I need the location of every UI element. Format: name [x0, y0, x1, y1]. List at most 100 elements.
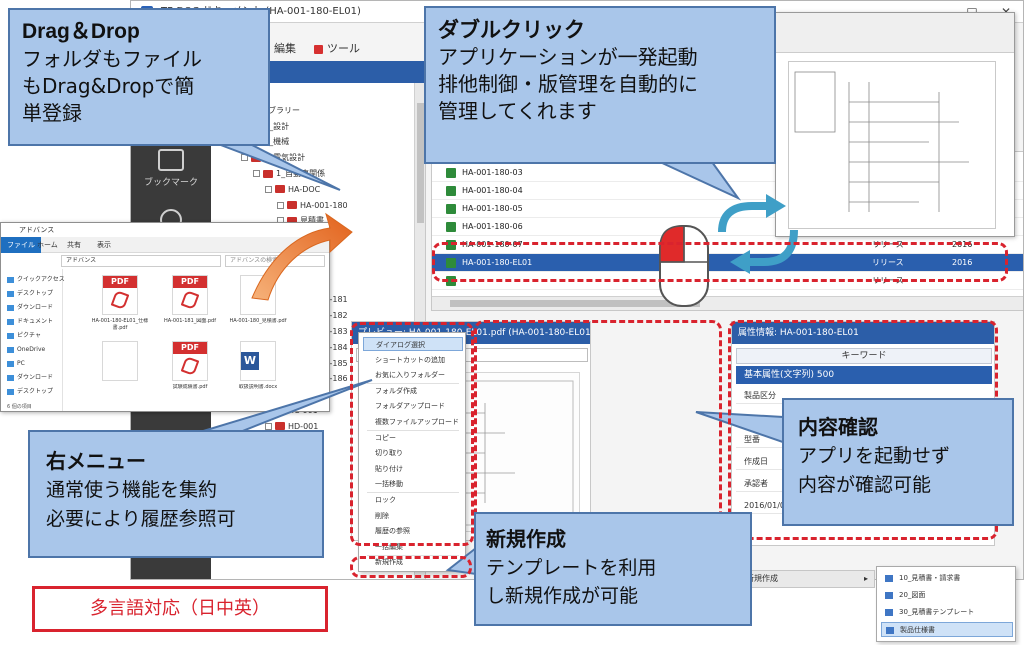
context-menu-item[interactable]: 貼り付け — [375, 464, 403, 473]
file-icon — [446, 222, 456, 232]
pdf-icon: PDF — [172, 341, 208, 381]
context-menu-item[interactable]: 複数ファイルアップロード — [375, 418, 459, 426]
explorer-nav-label: ピクチャ — [17, 332, 41, 339]
explorer-nav-item[interactable]: ダウンロード — [7, 303, 53, 313]
new-create-highlight — [350, 556, 472, 578]
new-create-menu-item[interactable]: 新規作成 ▸ — [735, 570, 875, 588]
file-row[interactable]: HA-001-180-06 — [432, 218, 1023, 236]
tree-node[interactable]: HA-DOC — [265, 184, 320, 195]
expand-toggle-icon[interactable] — [265, 185, 272, 193]
template-icon — [885, 575, 893, 582]
context-menu-item[interactable]: お気に入りフォルダー — [375, 371, 445, 380]
folder-icon — [7, 277, 14, 283]
submenu-arrow-icon: ▸ — [863, 574, 868, 583]
explorer-nav-label: PC — [17, 360, 25, 367]
context-menu-item[interactable]: ロック — [375, 496, 396, 504]
file-list-scrollbar[interactable] — [432, 296, 1023, 310]
explorer-file[interactable]: PDF HA-001-181_図面.pdf — [161, 275, 219, 337]
explorer-nav-item[interactable]: デスクトップ — [7, 289, 53, 299]
explorer-file[interactable]: HA-001-180_見積書.pdf — [229, 275, 287, 337]
context-menu-item[interactable]: フォルダ作成 — [375, 386, 417, 395]
word-icon: W — [240, 341, 276, 381]
context-menu: ダイアログ選択ショートカットの追加お気に入りフォルダーフォルダ作成フォルダアップ… — [358, 332, 466, 572]
explorer-file-name: HA-001-180_見積書.pdf — [229, 318, 287, 324]
context-menu-highlight — [350, 322, 474, 546]
explorer-nav-label: ダウンロード — [17, 304, 54, 311]
context-menu-item[interactable]: ダイアログ選択 — [363, 337, 463, 351]
folder-icon — [7, 333, 14, 339]
tree-node[interactable]: 1_自動車関係 — [253, 168, 325, 179]
explorer-title: アドバンス — [1, 223, 329, 237]
context-menu-item[interactable]: コピー — [375, 433, 396, 442]
explorer-nav-item[interactable]: クイックアクセス — [7, 275, 65, 285]
explorer-address-bar[interactable]: アドバンス — [61, 255, 221, 267]
menu-divider — [367, 383, 459, 385]
callout-double-click: ダブルクリック アプリケーションが一発起動 排他制御・版管理を自動的に 管理して… — [424, 6, 776, 164]
expand-toggle-icon[interactable] — [265, 422, 272, 430]
file-icon — [446, 240, 456, 250]
toolbar: 編集 ツール — [261, 37, 561, 61]
folder-icon — [275, 185, 285, 194]
pdf-band: PDF — [173, 276, 207, 288]
tree-node[interactable]: 1_電気設計 — [241, 152, 305, 163]
template-item[interactable]: 20_図面 — [881, 588, 1013, 603]
explorer-file-name — [91, 384, 149, 400]
explorer-nav-item[interactable]: ドキュメント — [7, 317, 53, 327]
tree-node[interactable]: HA-001-180 — [277, 200, 348, 211]
acrobat-mark-icon — [110, 290, 130, 310]
callout-drag-drop: Drag＆Drop フォルダもファイル もDrag&Dropで簡 単登録 — [8, 8, 270, 146]
context-menu-item[interactable]: 一括移動 — [375, 480, 403, 489]
template-item[interactable]: 30_見積書テンプレート — [881, 605, 1013, 620]
multilingual-label: 多言語対応（日中英） — [32, 586, 328, 632]
property-row-selected[interactable]: 基本属性(文字列) 500 — [736, 366, 992, 384]
template-label: 10_見積書・請求書 — [899, 574, 961, 582]
folder-icon — [7, 319, 14, 325]
context-menu-item[interactable]: ショートカットの追加 — [375, 355, 445, 364]
tree-node-label: 1_設計 — [264, 121, 290, 131]
explorer-window: アドバンス ファイルホーム 共有 表示 アドバンス アドバンスの検索 クイックアクセ… — [0, 222, 330, 412]
explorer-nav-item[interactable]: ピクチャ — [7, 331, 41, 341]
context-menu-item[interactable]: 履歴の参照 — [375, 527, 410, 536]
context-menu-item[interactable]: 切り取り — [375, 449, 403, 458]
context-menu-item[interactable]: 新規作成 — [375, 558, 403, 567]
pdf-icon: PDF — [102, 275, 138, 315]
explorer-nav-label: デスクトップ — [17, 388, 54, 395]
explorer-nav-item[interactable]: OneDrive — [7, 345, 45, 355]
ribbon-tab[interactable]: 共有 — [67, 241, 81, 249]
context-menu-item[interactable]: 削除 — [375, 511, 389, 520]
template-label: 製品仕様書 — [900, 626, 935, 634]
tree-node-label: HA-001-180 — [300, 200, 348, 210]
context-menu-item[interactable]: フォルダアップロード — [375, 402, 445, 411]
explorer-search-input[interactable]: アドバンスの検索 — [225, 255, 325, 267]
ribbon-tab[interactable]: ホーム — [37, 241, 58, 249]
word-badge: W — [241, 352, 259, 370]
acrobat-mark-icon — [180, 290, 200, 310]
ribbon-tab[interactable]: ファイル — [1, 237, 41, 253]
explorer-file-name: HA-001-181_図面.pdf — [164, 318, 216, 324]
explorer-nav-item[interactable]: PC — [7, 359, 25, 369]
tree-node-label: 1_自動車関係 — [276, 169, 326, 178]
file-icon — [446, 258, 456, 268]
template-item[interactable]: 製品仕様書 — [881, 622, 1013, 637]
template-item[interactable]: 10_見積書・請求書 — [881, 571, 1013, 586]
template-submenu: 10_見積書・請求書 20_図面 30_見積書テンプレート製品仕様書 — [876, 566, 1016, 642]
folder-icon — [7, 375, 14, 381]
expand-toggle-icon[interactable] — [277, 201, 284, 209]
expand-toggle-icon[interactable] — [241, 154, 248, 162]
explorer-file[interactable] — [91, 341, 149, 403]
ribbon-tab[interactable]: 表示 — [97, 241, 111, 249]
folder-icon — [263, 169, 273, 178]
explorer-nav-item[interactable]: デスクトップ — [7, 387, 53, 397]
tool-button[interactable]: ツール — [314, 37, 360, 61]
rail-item-bookmark[interactable]: ブックマーク — [131, 141, 211, 199]
explorer-nav-item[interactable]: ダウンロード — [7, 373, 53, 383]
expand-toggle-icon[interactable] — [253, 170, 260, 177]
context-menu-item[interactable]: 一括編集 — [375, 542, 403, 551]
tree-node-label: ライブラリー — [252, 105, 300, 115]
tree-node-label: HA-DOC — [288, 184, 321, 194]
property-title: 属性情報: HA-001-180-EL01 — [732, 322, 994, 344]
